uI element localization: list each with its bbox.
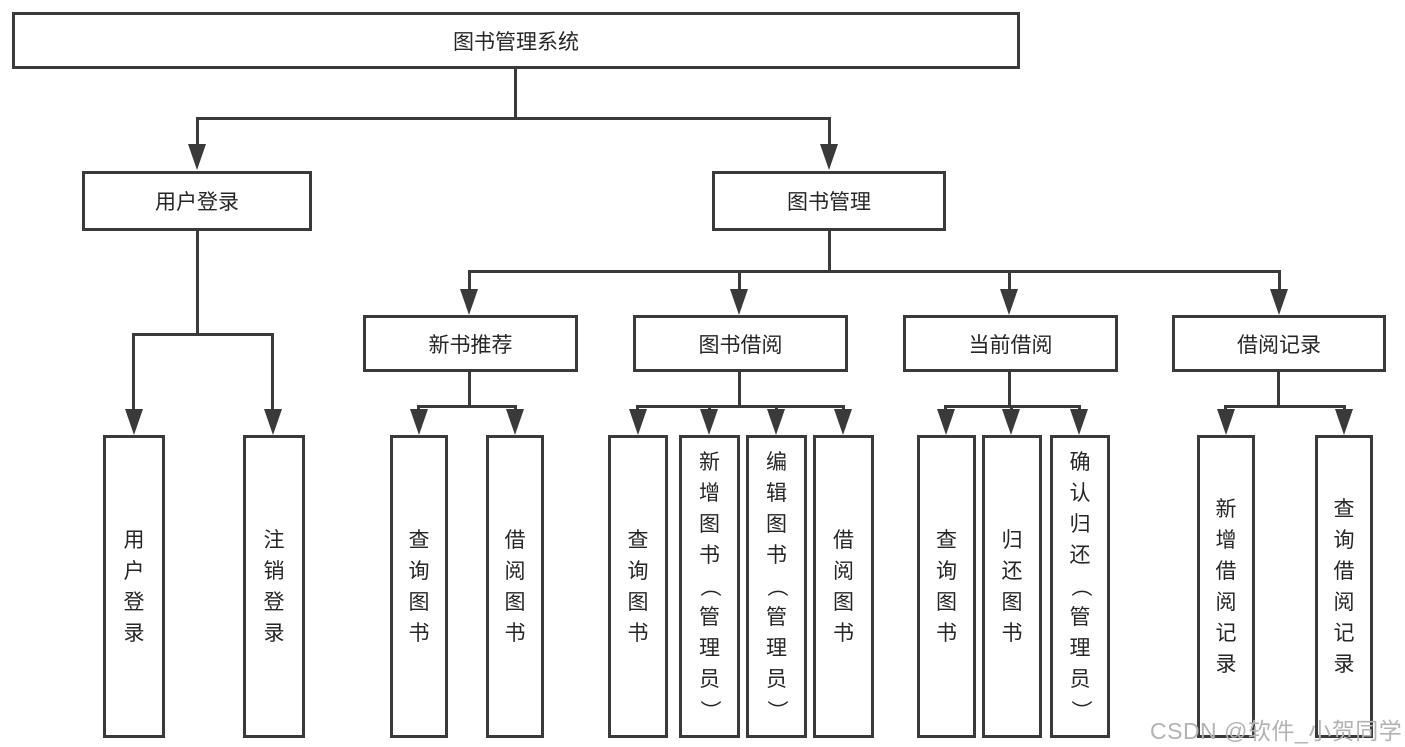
arrowhead-d2 bbox=[1002, 409, 1020, 435]
arrowhead-d1 bbox=[937, 409, 955, 435]
leaf-bookborrow-query-books: 查询图书 bbox=[608, 435, 668, 738]
arrowhead-b1 bbox=[410, 409, 428, 435]
connector-newbookrec-branch bbox=[417, 405, 517, 408]
connector-drop-logout-leaf bbox=[271, 333, 274, 411]
leaf-user-login: 用户登录 bbox=[103, 435, 165, 738]
connector-records-stem bbox=[1277, 372, 1280, 407]
arrowhead-e2 bbox=[1335, 409, 1353, 435]
arrowhead-user-login bbox=[188, 144, 206, 170]
node-book-management: 图书管理 bbox=[712, 171, 946, 231]
connector-currentborrow-stem bbox=[1008, 372, 1011, 407]
node-book-borrowing: 图书借阅 bbox=[633, 315, 848, 372]
leaf-newbookrec-borrow-books: 借阅图书 bbox=[486, 435, 544, 738]
leaf-records-query-borrow-record: 查询借阅记录 bbox=[1315, 435, 1373, 738]
connector-drop-book-management bbox=[828, 117, 831, 147]
arrowhead-current-borrowing bbox=[1000, 289, 1018, 315]
arrowhead-c2 bbox=[700, 409, 718, 435]
connector-book-mgmt-branch bbox=[468, 270, 1281, 273]
connector-drop-login-leaf bbox=[132, 333, 135, 411]
connector-drop-book-borrowing bbox=[738, 270, 741, 292]
connector-user-login-stem bbox=[196, 231, 199, 335]
leaf-bookborrow-add-books-admin: 新增图书（管理员） bbox=[679, 435, 740, 738]
connector-records-branch bbox=[1224, 405, 1346, 408]
node-library-management-system: 图书管理系统 bbox=[12, 12, 1020, 69]
csdn-watermark: CSDN @软件_小贺同学 bbox=[1150, 718, 1403, 744]
arrowhead-logout-leaf bbox=[264, 409, 282, 435]
arrowhead-d3 bbox=[1070, 409, 1088, 435]
arrowhead-borrowing-records bbox=[1270, 289, 1288, 315]
connector-bookborrow-branch bbox=[636, 405, 845, 408]
connector-newbookrec-stem bbox=[468, 372, 471, 407]
connector-root-branch bbox=[196, 117, 831, 120]
arrowhead-new-book-rec bbox=[460, 289, 478, 315]
arrowhead-login-leaf bbox=[125, 409, 143, 435]
connector-drop-current-borrowing bbox=[1008, 270, 1011, 292]
arrowhead-c1 bbox=[629, 409, 647, 435]
arrowhead-book-borrowing bbox=[730, 289, 748, 315]
leaf-newbookrec-query-books: 查询图书 bbox=[390, 435, 448, 738]
leaf-records-add-borrow-record: 新增借阅记录 bbox=[1197, 435, 1255, 738]
connector-drop-user-login bbox=[196, 117, 199, 147]
connector-book-mgmt-stem bbox=[828, 231, 831, 272]
leaf-bookborrow-borrow-books: 借阅图书 bbox=[813, 435, 874, 738]
leaf-currentborrow-return-books: 归还图书 bbox=[982, 435, 1042, 738]
connector-user-login-branch bbox=[132, 333, 274, 336]
connector-drop-borrowing-records bbox=[1278, 270, 1281, 292]
node-user-login: 用户登录 bbox=[82, 171, 312, 231]
leaf-bookborrow-edit-books-admin: 编辑图书（管理员） bbox=[746, 435, 807, 738]
node-borrowing-records: 借阅记录 bbox=[1172, 315, 1386, 372]
connector-drop-new-book-rec bbox=[468, 270, 471, 292]
arrowhead-b2 bbox=[506, 409, 524, 435]
arrowhead-book-management bbox=[820, 144, 838, 170]
node-new-book-recommendation: 新书推荐 bbox=[363, 315, 578, 372]
leaf-currentborrow-query-books: 查询图书 bbox=[917, 435, 976, 738]
node-current-borrowing: 当前借阅 bbox=[903, 315, 1118, 372]
arrowhead-e1 bbox=[1217, 409, 1235, 435]
connector-bookborrow-stem bbox=[738, 372, 741, 407]
leaf-logout: 注销登录 bbox=[243, 435, 305, 738]
arrowhead-c4 bbox=[834, 409, 852, 435]
arrowhead-c3 bbox=[767, 409, 785, 435]
leaf-currentborrow-confirm-return-admin: 确认归还（管理员） bbox=[1050, 435, 1110, 738]
connector-root-stem bbox=[514, 69, 517, 119]
